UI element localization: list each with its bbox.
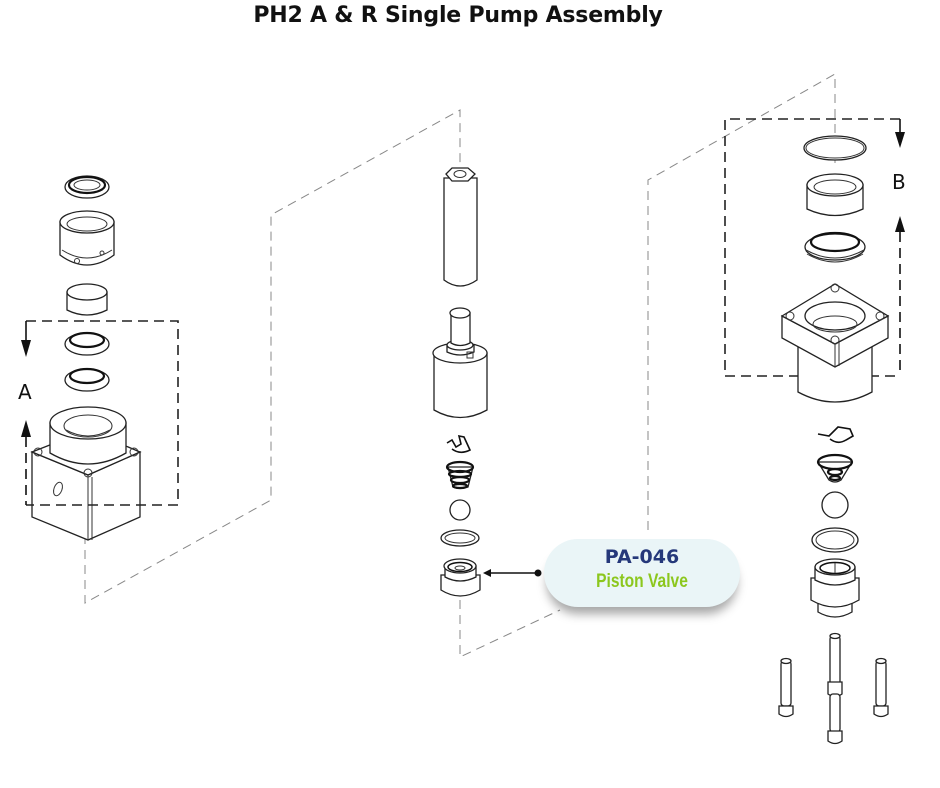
- right-assembly: B: [724, 118, 906, 745]
- callout-part-name: Piston Valve: [596, 571, 688, 592]
- section-label-b: B: [892, 170, 906, 194]
- bolt-right-part: [873, 657, 889, 718]
- piston-valve-part: [440, 558, 481, 597]
- o-ring-part: [811, 527, 859, 553]
- flange-cylinder-part: [780, 283, 890, 403]
- inlet-valve-part: [810, 558, 860, 618]
- retaining-clip-part: [446, 434, 472, 454]
- gland-nut-part: [59, 210, 115, 266]
- connector-center-bottom: [459, 600, 561, 658]
- packing-ring-1-part: [64, 331, 110, 356]
- connector-center-to-right: [647, 73, 836, 530]
- piston-part: [432, 307, 488, 419]
- arrow-left-icon: [483, 569, 491, 577]
- bolt-left-part: [778, 657, 794, 718]
- arrow-up-icon: [895, 216, 905, 232]
- assembly-connector-lines: [84, 73, 836, 658]
- part-callout-bubble[interactable]: PA-046 Piston Valve: [544, 539, 740, 607]
- pump-block-part: [30, 406, 142, 541]
- connector-left-to-center: [84, 109, 461, 604]
- valve-cage-part: [816, 453, 854, 483]
- packing-ring-part: [804, 231, 866, 263]
- sleeve-part: [66, 283, 108, 316]
- o-ring-part: [440, 529, 480, 547]
- packing-ring-2-part: [64, 367, 110, 392]
- section-label-a: A: [18, 380, 32, 404]
- center-assembly: [432, 167, 542, 597]
- diagram-title: PH2 A & R Single Pump Assembly: [253, 3, 663, 28]
- callout-part-number: PA-046: [604, 546, 680, 568]
- top-seal-part: [64, 175, 110, 199]
- ball-part: [821, 491, 849, 519]
- o-ring-top-part: [803, 135, 867, 161]
- bolt-center-part: [827, 632, 843, 745]
- gland-sleeve-part: [806, 173, 864, 217]
- arrow-down-icon: [895, 132, 905, 148]
- section-a-bracket: [26, 320, 179, 506]
- ball-part: [449, 499, 471, 521]
- arrow-down-icon: [21, 340, 31, 357]
- retaining-clip-part: [817, 426, 855, 444]
- arrow-up-icon: [21, 420, 31, 437]
- spring-cage-part: [445, 460, 475, 490]
- callout-anchor-dot: [534, 569, 542, 577]
- left-assembly: A: [18, 175, 179, 541]
- plunger-rod-part: [443, 167, 478, 287]
